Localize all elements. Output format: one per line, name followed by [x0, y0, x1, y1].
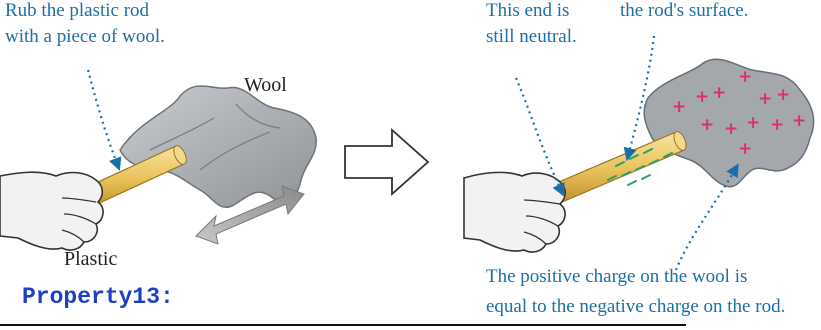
- plus-mark: +: [672, 97, 686, 117]
- hand-icon: [0, 172, 103, 250]
- plastic-label: Plastic: [64, 246, 117, 272]
- plus-mark: +: [738, 139, 752, 159]
- plus-mark: +: [758, 89, 772, 109]
- property-heading: Property13:: [22, 284, 174, 310]
- wool-label: Wool: [244, 72, 287, 98]
- neutral-end-line-2: still neutral.: [486, 24, 577, 50]
- plus-mark: +: [738, 67, 752, 87]
- transfer-arrow-icon: [345, 130, 428, 194]
- charge-equality-line-1: The positive charge on the wool is: [486, 264, 747, 290]
- plus-mark: +: [792, 111, 806, 131]
- instruction-line-1: Rub the plastic rod: [5, 0, 149, 24]
- instruction-line-2: with a piece of wool.: [5, 24, 165, 50]
- neutral-end-line-1: This end is: [486, 0, 569, 24]
- hand-right-icon: [464, 172, 565, 252]
- divider-line: [0, 324, 686, 326]
- plus-mark: +: [695, 87, 709, 107]
- plus-mark: +: [724, 119, 738, 139]
- plus-mark: +: [770, 115, 784, 135]
- pointer-arrow-rod: [88, 70, 118, 166]
- plus-mark: +: [712, 83, 726, 103]
- rod-surface-label: the rod's surface.: [620, 0, 748, 24]
- plus-mark: +: [746, 113, 760, 133]
- charge-equality-line-2: equal to the negative charge on the rod.: [486, 294, 785, 320]
- plus-mark: +: [776, 85, 790, 105]
- plus-mark: +: [700, 115, 714, 135]
